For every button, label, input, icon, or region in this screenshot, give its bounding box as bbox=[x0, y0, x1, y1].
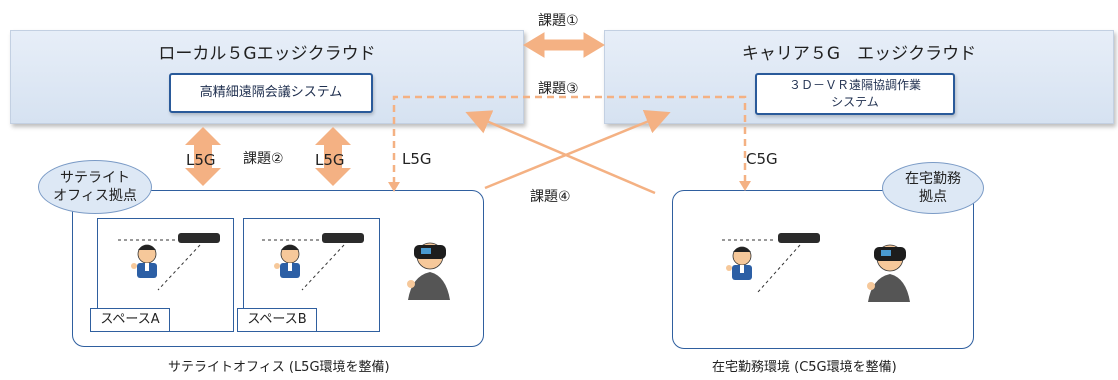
issue3-dashed-path bbox=[392, 95, 747, 184]
issue4-arrow-to-carrier bbox=[484, 109, 671, 190]
vr-collab-system-box: ３Ｄ－ＶＲ遠隔協調作業 システム bbox=[755, 73, 955, 115]
hd-conference-system-label: 高精細遠隔会議システム bbox=[199, 85, 343, 100]
l5g-label-right: L5G bbox=[402, 150, 432, 168]
carrier-5g-cloud-title: キャリア５G エッジクラウド bbox=[741, 44, 977, 64]
issue3-arrowhead-right bbox=[739, 181, 751, 191]
space-b-label: スペースB bbox=[237, 308, 317, 332]
satellite-office-caption: サテライトオフィス (L5G環境を整備) bbox=[168, 360, 390, 375]
space-a-person-icon bbox=[131, 244, 157, 278]
local-5g-cloud-title: ローカル５Gエッジクラウド bbox=[158, 44, 376, 64]
home-office-badge: 在宅勤務拠点 bbox=[882, 162, 984, 214]
l5g-arrow-left bbox=[185, 127, 221, 186]
home-camera-icon bbox=[722, 233, 820, 293]
home-badge-line1: 在宅勤務 bbox=[905, 170, 961, 187]
carrier-5g-cloud: キャリア５G エッジクラウド ３Ｄ－ＶＲ遠隔協調作業 システム bbox=[604, 30, 1114, 124]
issue4-arrow-to-local bbox=[465, 110, 656, 195]
l5g-label-left: L5G bbox=[186, 151, 216, 169]
l5g-arrow-mid bbox=[315, 127, 351, 186]
local-5g-cloud: ローカル５Gエッジクラウド 高精細遠隔会議システム bbox=[10, 30, 524, 124]
space-a-label: スペースA bbox=[90, 308, 170, 332]
home-office-site bbox=[672, 190, 974, 349]
issue1-double-arrow bbox=[523, 32, 605, 58]
home-vr-user-icon bbox=[867, 244, 910, 302]
space-b-camera-icon bbox=[262, 233, 364, 291]
home-office-caption: 在宅勤務環境 (C5G環境を整備) bbox=[712, 360, 897, 375]
satellite-badge-line1: サテライト bbox=[59, 169, 130, 186]
issue1-label: 課題① bbox=[538, 13, 579, 29]
satellite-office-badge: サテライトオフィス拠点 bbox=[38, 160, 152, 214]
issue3-arrowhead-left bbox=[388, 182, 400, 192]
space-a-camera-icon bbox=[118, 233, 220, 291]
issue4-label: 課題④ bbox=[530, 189, 571, 205]
hd-conference-system-box: 高精細遠隔会議システム bbox=[169, 73, 373, 113]
satellite-badge-line2: オフィス拠点 bbox=[53, 188, 137, 204]
vr-collab-system-line1: ３Ｄ－ＶＲ遠隔協調作業 bbox=[788, 78, 921, 92]
satellite-vr-user-icon bbox=[407, 242, 450, 300]
home-badge-line2: 拠点 bbox=[919, 189, 947, 205]
c5g-label: C5G bbox=[746, 150, 778, 168]
vr-collab-system-line2: システム bbox=[831, 95, 879, 109]
issue3-label: 課題③ bbox=[538, 81, 579, 97]
l5g-label-mid: L5G bbox=[315, 151, 345, 169]
issue2-label: 課題② bbox=[243, 151, 284, 167]
home-person-icon bbox=[726, 246, 752, 280]
space-b-person-icon bbox=[274, 244, 300, 278]
